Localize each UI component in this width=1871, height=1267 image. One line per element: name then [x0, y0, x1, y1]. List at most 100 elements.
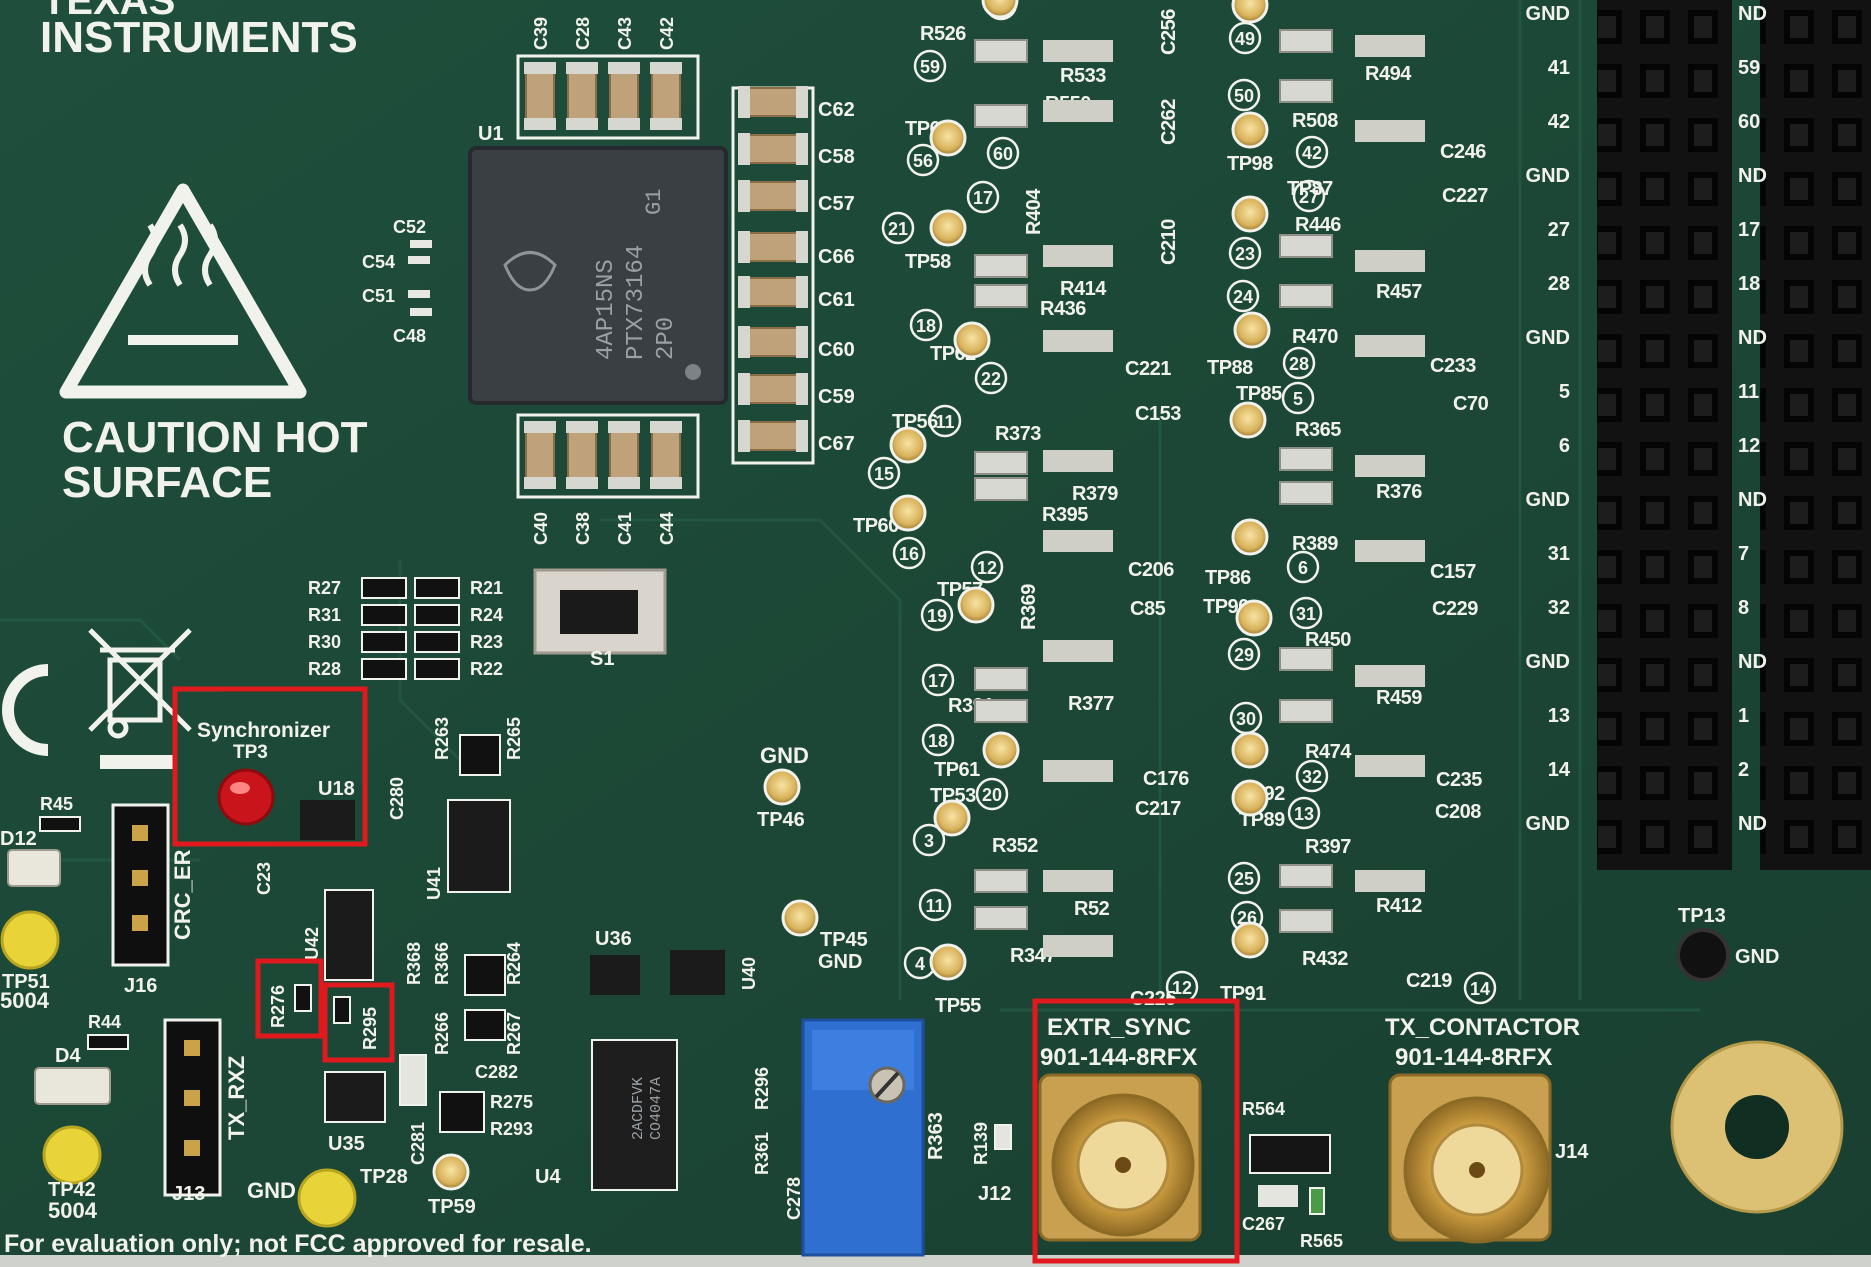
- label-u35: U35: [328, 1133, 365, 1155]
- resistor: [1043, 450, 1113, 472]
- label-r363: R363: [925, 1112, 947, 1160]
- component-label: C219: [1406, 970, 1452, 992]
- highlight-box-synchronizer: [172, 686, 368, 847]
- capacitor-pad: [796, 231, 808, 263]
- resistor: [1279, 29, 1333, 53]
- resistor: [1279, 864, 1333, 888]
- capacitor-pad: [796, 276, 808, 308]
- component-label: R457: [1376, 281, 1422, 303]
- j14-part: 901-144-8RFX: [1395, 1044, 1552, 1071]
- label-crc-er: CRC_ER: [170, 849, 195, 940]
- footer-note: For evaluation only; not FCC approved fo…: [4, 1230, 592, 1258]
- gold-test-point: [982, 731, 1020, 769]
- label-u41: U41: [424, 867, 444, 900]
- component-label: TP88: [1207, 357, 1253, 379]
- label-r266: R266: [432, 1012, 452, 1055]
- resistor: [1279, 234, 1333, 258]
- label-c38: C38: [573, 512, 593, 545]
- tp-number-circle: [921, 723, 955, 757]
- u4-marking-1: 2ACDFVK: [630, 1077, 647, 1140]
- sma-connector-j12: EXTR_SYNC 901-144-8RFX J12 R139: [971, 1014, 1202, 1242]
- tp3-label: TP3: [233, 742, 268, 763]
- label-r293: R293: [490, 1119, 533, 1139]
- capacitor-pad: [796, 420, 808, 452]
- tp-number: 25: [1234, 869, 1254, 889]
- label-c57: C57: [818, 193, 855, 215]
- component-label: R526: [920, 23, 966, 45]
- gold-test-point: [929, 209, 967, 247]
- header-pin-label: 18: [1738, 273, 1760, 295]
- component-label: C70: [1453, 393, 1489, 415]
- resistor: [1279, 481, 1333, 505]
- capacitor-row-bottom: C40 C38 C41 C44: [516, 413, 700, 545]
- weee-bar-icon: [100, 755, 175, 769]
- tp-number-circle: [1227, 78, 1261, 112]
- header-pin-label: 5: [1559, 381, 1570, 403]
- component-label: C262: [1158, 99, 1180, 145]
- tp-number: 14: [1470, 979, 1490, 999]
- component-label: R404: [1023, 188, 1045, 235]
- component-label: TP98: [1227, 153, 1273, 175]
- capacitor-column-right: C62 C58 C57 C66 C61 C60 C59 C67: [731, 86, 855, 465]
- capacitor-pad: [796, 373, 808, 405]
- resistor: [1355, 250, 1425, 272]
- label-tx-rxz: TX_RXZ: [224, 1056, 249, 1140]
- resistor: [974, 906, 1028, 930]
- component-label: R508: [1292, 110, 1338, 132]
- j14-title: TX_CONTACTOR: [1385, 1014, 1580, 1041]
- component-label: C217: [1135, 798, 1181, 820]
- label-r275: R275: [490, 1092, 533, 1112]
- led-d12: [7, 849, 61, 887]
- component-label: R369: [1018, 584, 1040, 630]
- resistor: [1043, 870, 1113, 892]
- resistor: [974, 451, 1028, 475]
- ce-mark-icon: [2, 664, 49, 756]
- highlight-box-r295: [322, 982, 395, 1063]
- component-label: R379: [1072, 483, 1118, 505]
- component-label: C85: [1130, 598, 1166, 620]
- label-c62: C62: [818, 99, 855, 121]
- label-tp42: TP42: [48, 1179, 96, 1201]
- tp-number: 5: [1293, 389, 1303, 409]
- label-d12: D12: [0, 828, 37, 850]
- component-label: R459: [1376, 687, 1422, 709]
- tp-number-circle: [1228, 21, 1262, 55]
- resistor: [1043, 40, 1113, 62]
- tp-number-circle: [906, 143, 940, 177]
- tp-number: 17: [928, 671, 948, 691]
- gold-test-point: [1231, 921, 1269, 959]
- label-u18: U18: [318, 778, 355, 800]
- tp-number: 42: [1302, 143, 1322, 163]
- label-tp13-gnd: GND: [1735, 946, 1779, 968]
- label-c280: C280: [387, 777, 407, 820]
- highlight-extr-sync: [1032, 998, 1240, 1264]
- resistor: [974, 254, 1028, 278]
- label-c51: C51: [362, 286, 395, 306]
- resistor: [1355, 870, 1425, 892]
- tp-number-circle: [881, 211, 915, 245]
- tp-number-circle: [975, 777, 1009, 811]
- header-pin-label: GND: [1526, 651, 1570, 673]
- tp-number: 19: [927, 606, 947, 626]
- component-label: TP86: [1205, 567, 1251, 589]
- label-c54: C54: [362, 252, 395, 272]
- test-point-tp13: TP13 GND: [1676, 905, 1779, 982]
- tp-number-circle: [928, 404, 962, 438]
- tp-number: 12: [977, 558, 997, 578]
- resistor: [1279, 647, 1333, 671]
- capacitor-pad: [796, 86, 808, 118]
- brand-line1: TEXAS: [42, 0, 175, 23]
- tp-number: 13: [1294, 804, 1314, 824]
- highlight-box-extr-sync: [1032, 998, 1240, 1264]
- header-pin-label: ND: [1738, 651, 1767, 673]
- component-label: TP85: [1236, 383, 1282, 405]
- test-point-tp45: TP45 GND: [781, 899, 868, 973]
- label-u1: U1: [478, 123, 504, 145]
- capacitor: [741, 181, 805, 211]
- test-point-tp59: [432, 1153, 470, 1191]
- yellow-test-point-tp51: [0, 910, 60, 970]
- capacitor-pad: [796, 133, 808, 165]
- tp-number-circle: [1286, 550, 1320, 584]
